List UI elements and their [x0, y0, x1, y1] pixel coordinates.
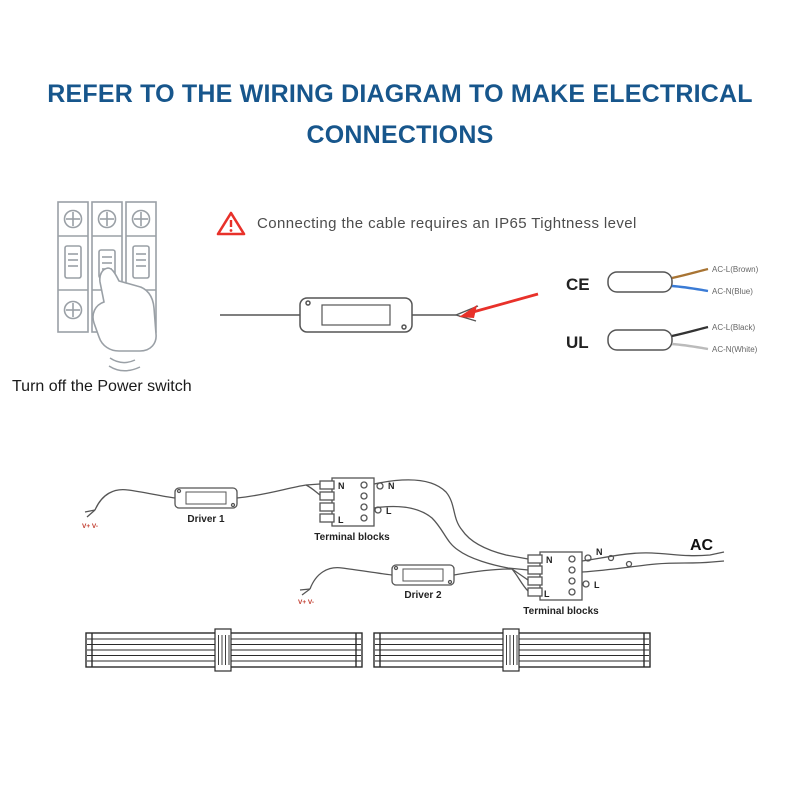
terminal-block-2: [527, 551, 583, 601]
page-title-line1: REFER TO THE WIRING DIAGRAM TO MAKE ELEC…: [47, 80, 753, 108]
driver1-vplus-vminus-label: V+ V-: [82, 523, 98, 530]
terminal-blocks2-label: Terminal blocks: [523, 606, 599, 617]
blue-wire: [671, 284, 709, 293]
ul-label: UL: [566, 333, 589, 352]
ac-label: AC: [690, 537, 714, 554]
driver2-label: Driver 2: [404, 590, 442, 601]
warning-row: Connecting the cable requires an IP65 Ti…: [216, 210, 637, 237]
tb1-l-right-label: L: [386, 506, 392, 516]
ul-wire-top-label: AC-L(Black): [712, 323, 755, 332]
tb2-n-right-label: N: [596, 547, 603, 557]
terminal-block-1: [319, 477, 375, 527]
wiring-diagram: V+ V- Driver 1 N L N L Terminal blocks V…: [82, 477, 725, 617]
ce-cable-body: [607, 271, 673, 293]
driver2-vplus-vminus-label: V+ V-: [298, 599, 314, 606]
press-motion-lines-icon: [108, 357, 141, 372]
bar1-connector-icon: [214, 628, 232, 672]
red-arrow-icon: [459, 292, 539, 318]
page-title-line2: CONNECTIONS: [306, 121, 494, 150]
driver-cable-illustration: [220, 292, 539, 333]
warning-text: Connecting the cable requires an IP65 Ti…: [257, 215, 637, 232]
page-title: REFER TO THE WIRING DIAGRAM TO MAKE ELEC…: [0, 74, 800, 157]
tb1-n-right-label: N: [388, 481, 395, 491]
ce-label: CE: [566, 275, 590, 294]
tb2-l-right-label: L: [594, 580, 600, 590]
bar2-connector-icon: [502, 628, 520, 672]
led-bar-2: [373, 628, 651, 672]
white-wire: [671, 342, 709, 351]
hand-icon: [92, 267, 157, 352]
ul-cable-body: [607, 329, 673, 351]
power-switch-caption: Turn off the Power switch: [12, 378, 192, 395]
tb1-n-left-label: N: [338, 481, 345, 491]
brown-wire: [671, 267, 709, 280]
breaker-illustration: [57, 201, 157, 372]
ce-wire-bottom-label: AC-N(Blue): [712, 287, 753, 296]
led-bar-1: [85, 628, 363, 672]
black-wire: [671, 325, 709, 338]
driver1-label: Driver 1: [187, 514, 225, 525]
tb2-l-left-label: L: [544, 589, 550, 599]
tb2-n-left-label: N: [546, 555, 553, 565]
ul-wire-bottom-label: AC-N(White): [712, 345, 758, 354]
terminal-blocks1-label: Terminal blocks: [314, 532, 390, 543]
ce-wire-top-label: AC-L(Brown): [712, 265, 759, 274]
warning-triangle-icon: [216, 211, 246, 236]
cable-standards-detail: CE AC-L(Brown) AC-N(Blue) UL AC-L(Black)…: [566, 265, 759, 354]
led-bars: [85, 628, 651, 672]
tb1-l-left-label: L: [338, 515, 344, 525]
